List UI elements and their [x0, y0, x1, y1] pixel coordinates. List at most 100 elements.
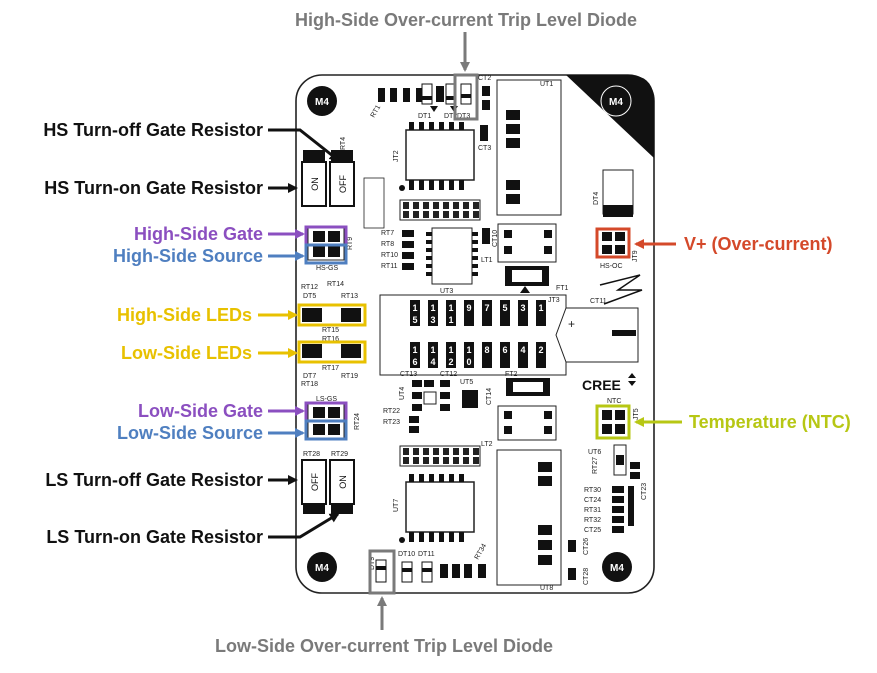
svg-text:DT2: DT2: [444, 113, 457, 120]
jt3-pin-bottom: [446, 342, 456, 368]
svg-text:RT15: RT15: [322, 327, 339, 334]
top-diodes: [421, 83, 472, 112]
jt3-pin-label: 0: [466, 357, 471, 367]
ls-gate-resistor-switches: RT28 RT29 OFF ON: [301, 451, 355, 514]
svg-text:M4: M4: [610, 563, 624, 574]
svg-text:FT2: FT2: [505, 371, 518, 378]
callout-hs-gate: High-Side Gate: [133, 224, 263, 244]
svg-text:RT28: RT28: [303, 451, 320, 458]
mount-hole-tr: M4: [600, 85, 632, 117]
callout-ls-gate: Low-Side Gate: [137, 401, 263, 421]
jt3-pin-label: 1: [448, 315, 453, 325]
ls-oc-diode-highlight: [368, 549, 396, 595]
jt3-pin-label: 2: [538, 345, 543, 355]
jt3-pin-top: [464, 300, 474, 326]
svg-text:LT2: LT2: [481, 441, 493, 448]
jt3-pin-label: 2: [448, 357, 453, 367]
hs-oc-connector: HS-OC JT9: [595, 227, 639, 270]
svg-text:CT3: CT3: [478, 145, 491, 152]
svg-text:OFF: OFF: [338, 175, 348, 193]
jt3-pin-label: 1: [538, 303, 543, 313]
jt3-pin-top: [410, 300, 420, 326]
svg-text:RT8: RT8: [381, 241, 394, 248]
svg-text:CT25: CT25: [584, 527, 601, 534]
svg-text:CT2: CT2: [478, 75, 491, 82]
ut8-module: UT8: [496, 449, 562, 592]
svg-text:DT9: DT9: [369, 557, 376, 570]
ct11-capacitor: CT11 +: [555, 298, 639, 363]
rt-resistor-stack: RT7 RT8 RT10 RT11: [381, 230, 414, 270]
svg-text:UT5: UT5: [460, 379, 473, 386]
svg-text:RT22: RT22: [383, 408, 400, 415]
jt3-pin-bottom: [464, 342, 474, 368]
svg-text:RT23: RT23: [383, 419, 400, 426]
svg-text:RT11: RT11: [381, 263, 398, 270]
jt3-pin-label: 4: [520, 345, 525, 355]
jt3-pin-bottom: [428, 342, 438, 368]
jt3-pin-label: 8: [484, 345, 489, 355]
lt2-inductor: LT2: [481, 405, 557, 448]
jt3-pin-label: 1: [412, 345, 417, 355]
jt3-pin-label: 6: [412, 357, 417, 367]
svg-text:RT24: RT24: [354, 413, 361, 430]
svg-text:RT16: RT16: [322, 336, 339, 343]
signal-header-top: [399, 199, 481, 221]
svg-text:DT3: DT3: [457, 113, 470, 120]
top-small-components: [378, 86, 490, 110]
jt3-pin-label: 1: [412, 303, 417, 313]
jt3-pin-bottom: [500, 342, 510, 368]
svg-text:DT5: DT5: [303, 293, 316, 300]
callout-hs-leds: High-Side LEDs: [116, 305, 252, 325]
jt3-pin-label: 1: [448, 345, 453, 355]
dt4-diode: DT4: [593, 169, 634, 217]
svg-text:JT5: JT5: [633, 408, 640, 420]
jt3-pin-bottom: [410, 342, 420, 368]
svg-text:HS-OC: HS-OC: [600, 263, 623, 270]
hs-gate-resistor-switches: ON OFF RT4: [301, 137, 355, 207]
mount-hole-bl: M4: [307, 552, 337, 582]
svg-text:RT29: RT29: [331, 451, 348, 458]
hs-oc-diode-highlight: [453, 73, 479, 121]
jt3-pin-top: [446, 300, 456, 326]
svg-text:LT1: LT1: [481, 257, 493, 264]
svg-text:CT26: CT26: [583, 538, 590, 555]
jt3-pin-top: [518, 300, 528, 326]
svg-text:RT13: RT13: [341, 293, 358, 300]
svg-text:CT23: CT23: [641, 483, 648, 500]
svg-text:RT17: RT17: [322, 365, 339, 372]
jt3-pin-label: 6: [502, 345, 507, 355]
callout-ls-leds: Low-Side LEDs: [120, 343, 252, 363]
ut6-area: UT6 RT27 RT30 CT24 RT31 RT32 CT25 CT23 C…: [568, 444, 648, 585]
jt3-pin-label: 1: [448, 303, 453, 313]
led-area: RT12 RT14 DT5 RT13 RT15 RT16 RT17 DT7 RT…: [301, 281, 361, 388]
jt3-pin-bottom: [518, 342, 528, 368]
svg-text:ON: ON: [338, 475, 348, 489]
callout-hs-oc-diode: High-Side Over-current Trip Level Diode: [294, 10, 638, 30]
svg-text:UT8: UT8: [540, 585, 553, 592]
svg-text:JT9: JT9: [632, 250, 639, 262]
svg-text:CT28: CT28: [583, 568, 590, 585]
svg-text:DT4: DT4: [593, 192, 600, 205]
arrow-hs-turnoff: [268, 128, 340, 162]
jt3-pin-label: 1: [430, 303, 435, 313]
svg-text:RT27: RT27: [592, 457, 599, 474]
callout-hs-turnon: HS Turn-on Gate Resistor: [44, 178, 263, 198]
svg-text:RT12: RT12: [301, 284, 318, 291]
jt3-pin-label: 1: [430, 345, 435, 355]
svg-text:ON: ON: [310, 177, 320, 191]
svg-text:RT18: RT18: [301, 381, 318, 388]
hs-leds-highlight: [297, 303, 367, 327]
svg-text:UT6: UT6: [588, 449, 601, 456]
svg-text:DT10: DT10: [398, 551, 415, 558]
ut1-module: UT1: [496, 79, 562, 216]
lt1-inductor: LT1 FT1: [481, 223, 569, 292]
svg-text:UT1: UT1: [540, 81, 553, 88]
svg-text:M4: M4: [609, 97, 623, 108]
jt3-pin-top: [500, 300, 510, 326]
svg-text:UT7: UT7: [393, 499, 400, 512]
mount-hole-tl: M4: [307, 86, 337, 116]
svg-text:CT13: CT13: [400, 371, 417, 378]
ct-column: [363, 177, 385, 229]
callout-ls-turnoff: LS Turn-off Gate Resistor: [45, 470, 263, 490]
